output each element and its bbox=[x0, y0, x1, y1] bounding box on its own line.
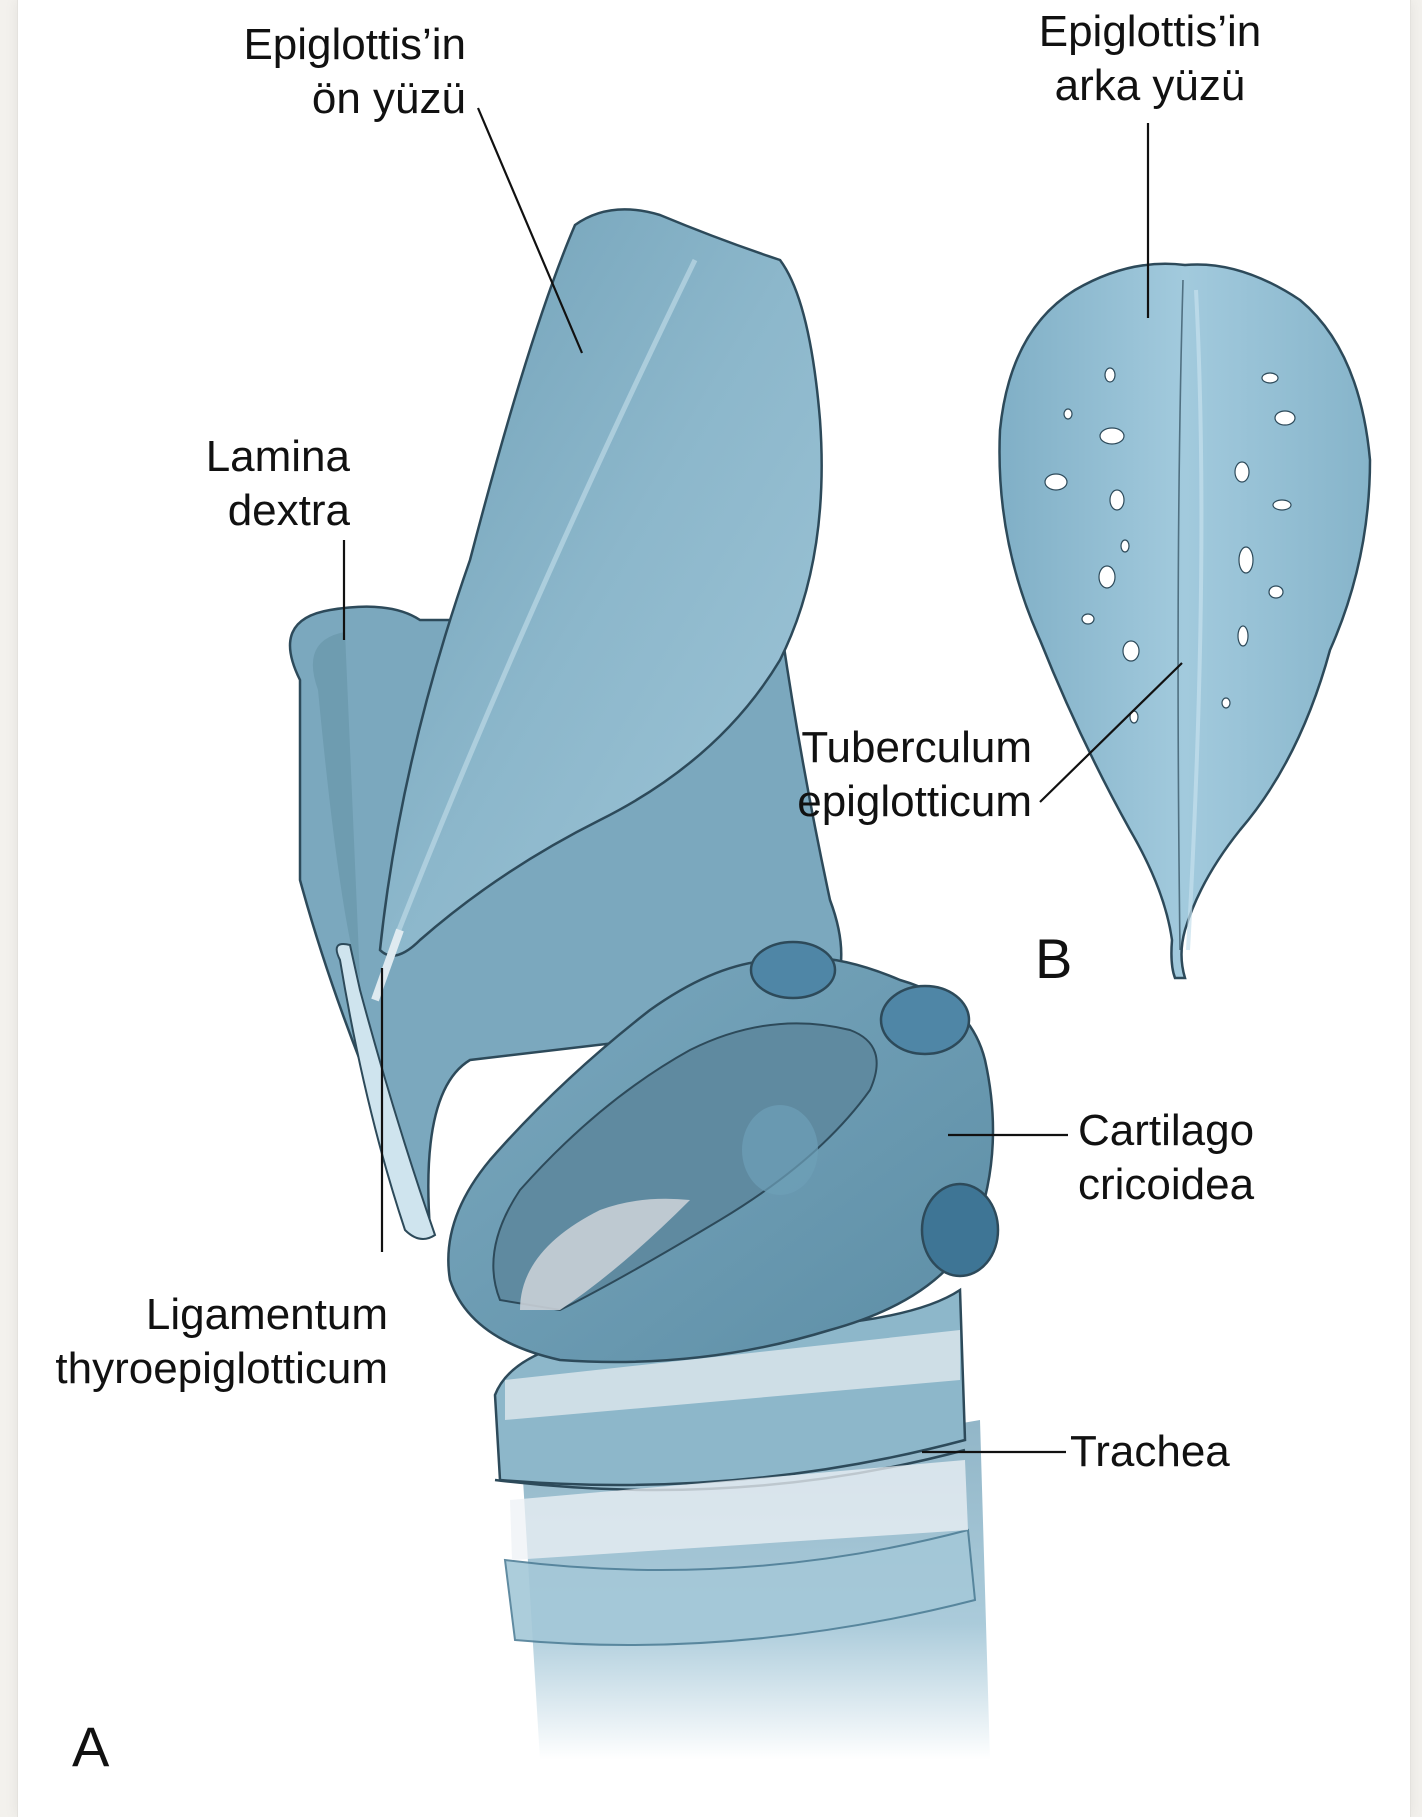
epiglottis-back-shape bbox=[1000, 264, 1371, 978]
label-epiglottis-front: Epiglottis’in ön yüzü bbox=[180, 18, 466, 126]
label-epiglottis-back: Epiglottis’in arka yüzü bbox=[990, 5, 1310, 113]
label-ligamentum: Ligamentum thyroepiglotticum bbox=[14, 1288, 388, 1396]
leader-epiglottis-front bbox=[478, 108, 582, 353]
label-cartilago: Cartilago cricoidea bbox=[1078, 1104, 1308, 1212]
panel-label-b: B bbox=[1035, 926, 1072, 991]
label-lamina-dextra: Lamina dextra bbox=[170, 430, 350, 538]
panel-label-a: A bbox=[72, 1714, 109, 1779]
label-tuberculum: Tuberculum epiglotticum bbox=[760, 721, 1032, 829]
label-trachea: Trachea bbox=[1070, 1425, 1270, 1479]
